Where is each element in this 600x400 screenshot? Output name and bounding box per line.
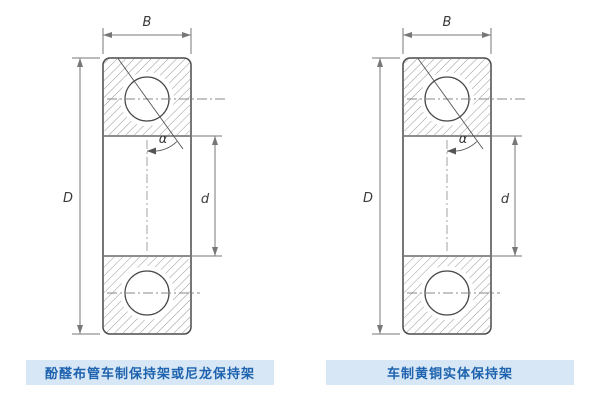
figure-right: α B D: [300, 0, 600, 400]
bearing-diagram-right: α B D: [363, 15, 528, 335]
dimension-B: [102, 28, 192, 54]
dimension-D: [72, 57, 100, 335]
caption-right: 车制黄铜实体保持架: [326, 360, 574, 385]
bearing-outline: [102, 57, 192, 335]
width-label: B: [143, 15, 152, 30]
dimension-B: [402, 28, 492, 54]
dimension-d: [192, 135, 222, 257]
bearing-outline: [402, 57, 492, 335]
alpha-label: α: [459, 132, 468, 147]
contact-angle: [107, 58, 228, 294]
width-label: B: [443, 15, 452, 30]
caption-left: 酚醛布管车制保持架或尼龙保持架: [26, 360, 274, 385]
bearing-diagram-left: α B D: [63, 15, 228, 335]
alpha-label: α: [159, 132, 168, 147]
bore-diameter-label: d: [201, 192, 210, 207]
contact-angle: [407, 58, 528, 294]
dimension-d: [492, 135, 522, 257]
bore-diameter-label: d: [501, 192, 510, 207]
figure-left: α B D: [26, 15, 274, 385]
outer-diameter-label: D: [363, 191, 373, 206]
outer-diameter-label: D: [63, 191, 73, 206]
dimension-D: [372, 57, 400, 335]
